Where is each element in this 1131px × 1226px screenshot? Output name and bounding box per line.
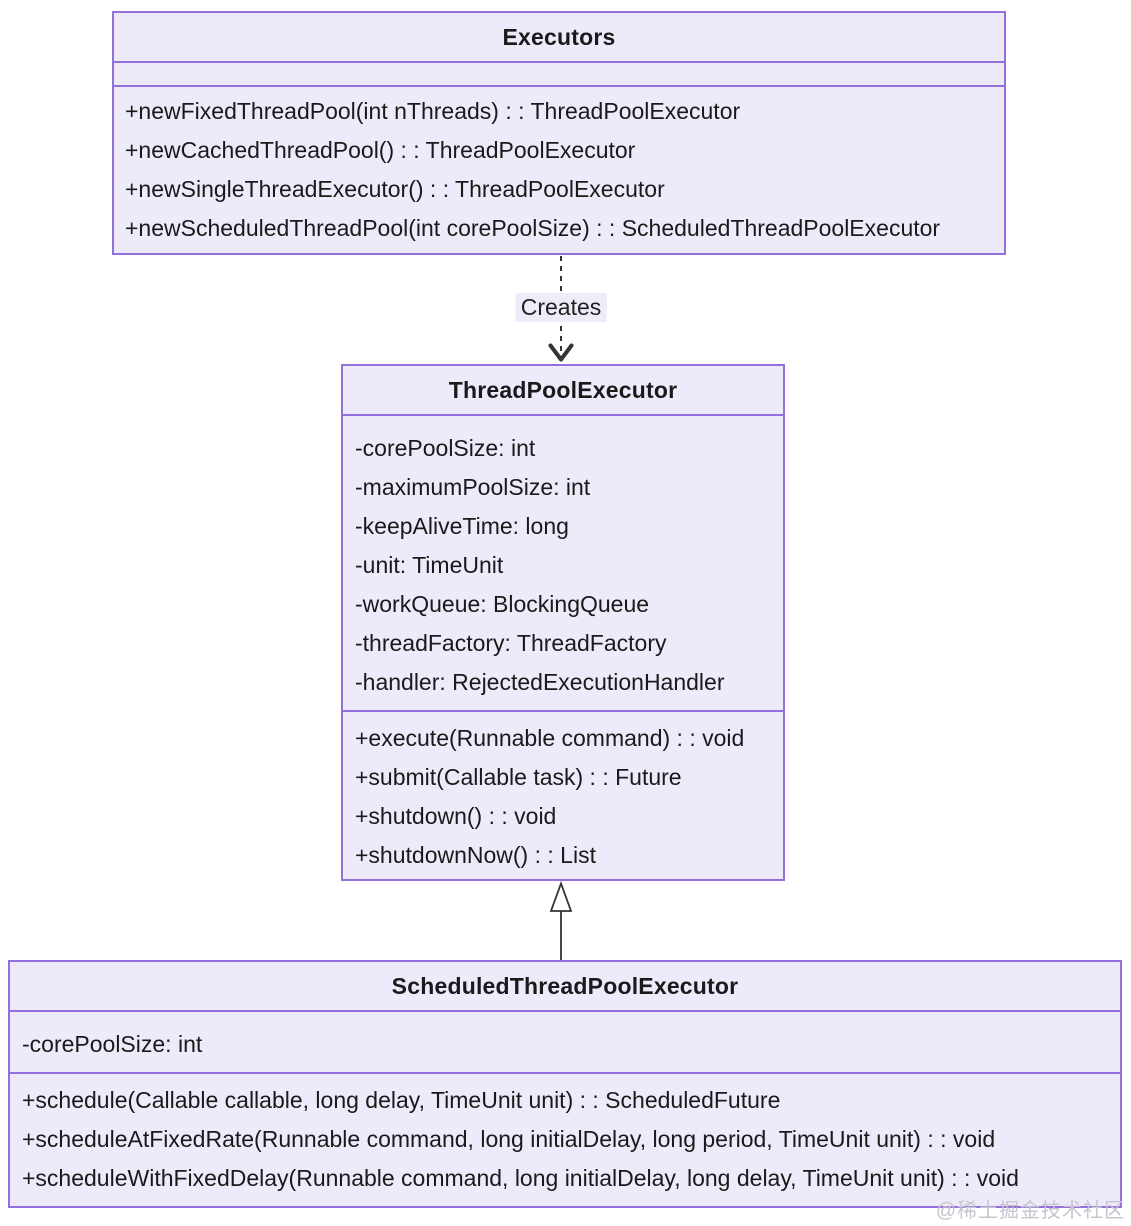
watermark: @稀土掘金技术社区 — [935, 1200, 1125, 1222]
class-method: +newCachedThreadPool() : : ThreadPoolExe… — [125, 137, 636, 163]
class-method: +newSingleThreadExecutor() : : ThreadPoo… — [125, 176, 665, 202]
methods-section: +schedule(Callable callable, long delay,… — [10, 1074, 1120, 1198]
class-method: +shutdownNow() : : List — [355, 842, 596, 868]
class-method: +scheduleAtFixedRate(Runnable command, l… — [22, 1126, 996, 1152]
attributes-section: -corePoolSize: int -maximumPoolSize: int… — [343, 416, 783, 712]
attributes-section: -corePoolSize: int — [10, 1012, 1120, 1074]
class-box-executors: Executors +newFixedThreadPool(int nThrea… — [112, 11, 1006, 255]
class-attribute: -corePoolSize: int — [355, 435, 536, 461]
edge-label-creates: Creates — [515, 293, 607, 322]
class-method: +newFixedThreadPool(int nThreads) : : Th… — [125, 98, 741, 124]
attributes-section-empty — [114, 63, 1004, 87]
class-attribute: -corePoolSize: int — [22, 1031, 203, 1057]
class-box-threadpoolexecutor: ThreadPoolExecutor -corePoolSize: int -m… — [341, 364, 785, 881]
class-method: +execute(Runnable command) : : void — [355, 725, 745, 751]
class-attribute: -threadFactory: ThreadFactory — [355, 630, 667, 656]
class-attribute: -handler: RejectedExecutionHandler — [355, 669, 725, 695]
class-method: +submit(Callable task) : : Future — [355, 764, 682, 790]
class-attribute: -keepAliveTime: long — [355, 513, 569, 539]
class-box-scheduledthreadpoolexecutor: ScheduledThreadPoolExecutor -corePoolSiz… — [8, 960, 1122, 1208]
class-attribute: -maximumPoolSize: int — [355, 474, 591, 500]
class-title: Executors — [114, 13, 1004, 63]
class-method: +shutdown() : : void — [355, 803, 557, 829]
class-title: ScheduledThreadPoolExecutor — [10, 962, 1120, 1012]
class-title: ThreadPoolExecutor — [343, 366, 783, 416]
class-method: +newScheduledThreadPool(int corePoolSize… — [125, 215, 941, 241]
class-attribute: -unit: TimeUnit — [355, 552, 504, 578]
class-method: +schedule(Callable callable, long delay,… — [22, 1087, 781, 1113]
methods-section: +newFixedThreadPool(int nThreads) : : Th… — [114, 87, 1004, 248]
inheritance-arrow — [549, 880, 573, 960]
class-attribute: -workQueue: BlockingQueue — [355, 591, 650, 617]
methods-section: +execute(Runnable command) : : void +sub… — [343, 712, 783, 875]
class-method: +scheduleWithFixedDelay(Runnable command… — [22, 1165, 1019, 1191]
